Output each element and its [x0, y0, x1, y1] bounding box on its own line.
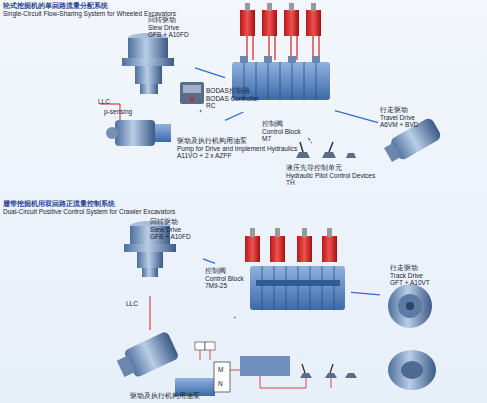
component-text: Slew Drive — [148, 24, 189, 32]
hydraulic-line — [234, 317, 235, 318]
component-label: 行走驱动Travel DriveA6VM + BVD — [380, 106, 418, 129]
component-label: 控制阀Control Block7M9-25 — [205, 267, 244, 290]
component-text: GFB + A10FD — [148, 31, 189, 39]
cylinders-bottom — [245, 228, 337, 262]
component-label: 驱动及执行机构用油泵Pump for Drive and Implement H… — [177, 137, 297, 160]
component-node: 液压先导控制单元Hydraulic Pilot Control DevicesT… — [282, 138, 368, 188]
pump-bottom — [114, 296, 215, 396]
hydraulic-line — [203, 259, 215, 263]
component-node: 控制阀Control Block7M9-25 — [203, 255, 351, 317]
component-text: 行走驱动 — [380, 106, 418, 114]
component-text: 控制阀 — [262, 120, 301, 128]
section-heading: 轮式挖掘机的单回路流量分配系统 — [3, 2, 108, 10]
component-node: 行走驱动Track DriveGFT + A10VT — [380, 262, 455, 334]
component-text: Control Block — [262, 128, 301, 136]
component-text: Pump for Drive and Implement Hydraulics — [177, 145, 297, 153]
annotation-label: M — [218, 366, 223, 374]
component-text: 7M9-25 — [205, 282, 244, 290]
component-text: A11VO + 2 x AZPF — [177, 152, 297, 160]
component-text: TH — [286, 179, 375, 187]
component-node: BODAS控制器BODAS ControllerRC — [176, 78, 242, 110]
component-node: 回转驱动Slew DriveGFB + A10FD — [120, 212, 215, 280]
hydraulic-line — [308, 138, 311, 143]
component-label: 液压先导控制单元Hydraulic Pilot Control DevicesT… — [286, 164, 375, 187]
component-label: 回转驱动Slew DriveGFB + A10FD — [150, 218, 191, 241]
control-block-bottom — [250, 266, 345, 310]
component-text: 回转驱动 — [150, 218, 191, 226]
component-text: BODAS Controller — [206, 95, 259, 103]
component-label: 行走驱动Track DriveGFT + A10VT — [390, 264, 430, 287]
component-text: M7 — [262, 135, 301, 143]
component-node: 回转驱动Slew DriveGFB + A10FD — [115, 14, 195, 96]
bodas-controller — [180, 82, 204, 104]
component-text: GFT + A10VT — [390, 279, 430, 287]
component-text: 行走驱动 — [390, 264, 430, 272]
component-text: Control Block — [205, 275, 244, 283]
component-text: A6VM + BVD — [380, 121, 418, 129]
annotation-label: N — [218, 380, 223, 388]
cylinders-top — [240, 3, 321, 60]
track-drive — [388, 284, 436, 390]
component-node: 行走驱动Travel DriveA6VM + BVD — [378, 100, 453, 166]
component-text: 液压先导控制单元 — [286, 164, 375, 172]
component-label: 控制阀Control BlockM7 — [262, 120, 301, 143]
component-node: 驱动及执行机构用油泵Pump for Drive and Implement H… — [104, 112, 272, 162]
annotation-label: LLC — [98, 98, 110, 106]
component-text: RC — [206, 102, 259, 110]
hydraulic-line — [225, 112, 243, 120]
component-node: 驱动及执行机构用油泵 — [118, 318, 236, 403]
component-text: Slew Drive — [150, 226, 191, 234]
component-node: 控制阀Control BlockM7 — [225, 48, 335, 143]
component-text: 回转驱动 — [148, 16, 189, 24]
component-text: 控制阀 — [205, 267, 244, 275]
component-text: Travel Drive — [380, 114, 418, 122]
component-text: Track Drive — [390, 272, 430, 280]
pilot-devices-top — [296, 142, 356, 158]
component-label: 回转驱动Slew DriveGFB + A10FD — [148, 16, 189, 39]
annotation-label: Single-Circuit Flow-Sharing System for W… — [3, 10, 176, 18]
pilot-valves-bottom — [195, 342, 357, 392]
component-text: Hydraulic Pilot Control Devices — [286, 172, 375, 180]
section-heading: 履带挖掘机用双回路正流量控制系统 — [3, 200, 115, 208]
slew-drive-top — [122, 33, 174, 94]
hydraulic-line — [200, 110, 202, 112]
annotation-label: Dual-Circuit Positive Control System for… — [3, 208, 175, 216]
hydraulic-line — [195, 68, 225, 78]
annotation-label: p-sensing — [104, 108, 132, 116]
pump-top — [100, 104, 171, 146]
component-text: 驱动及执行机构用油泵 — [177, 137, 297, 145]
hydraulic-line — [335, 111, 378, 123]
component-text: 驱动及执行机构用油泵 — [130, 392, 200, 400]
annotation-label: LLC — [126, 300, 138, 308]
component-text: GFB + A10FD — [150, 233, 191, 241]
hydraulic-line — [351, 292, 380, 294]
component-label: BODAS控制器BODAS ControllerRC — [206, 87, 259, 110]
component-label: 驱动及执行机构用油泵 — [130, 392, 200, 400]
component-text: BODAS控制器 — [206, 87, 259, 95]
